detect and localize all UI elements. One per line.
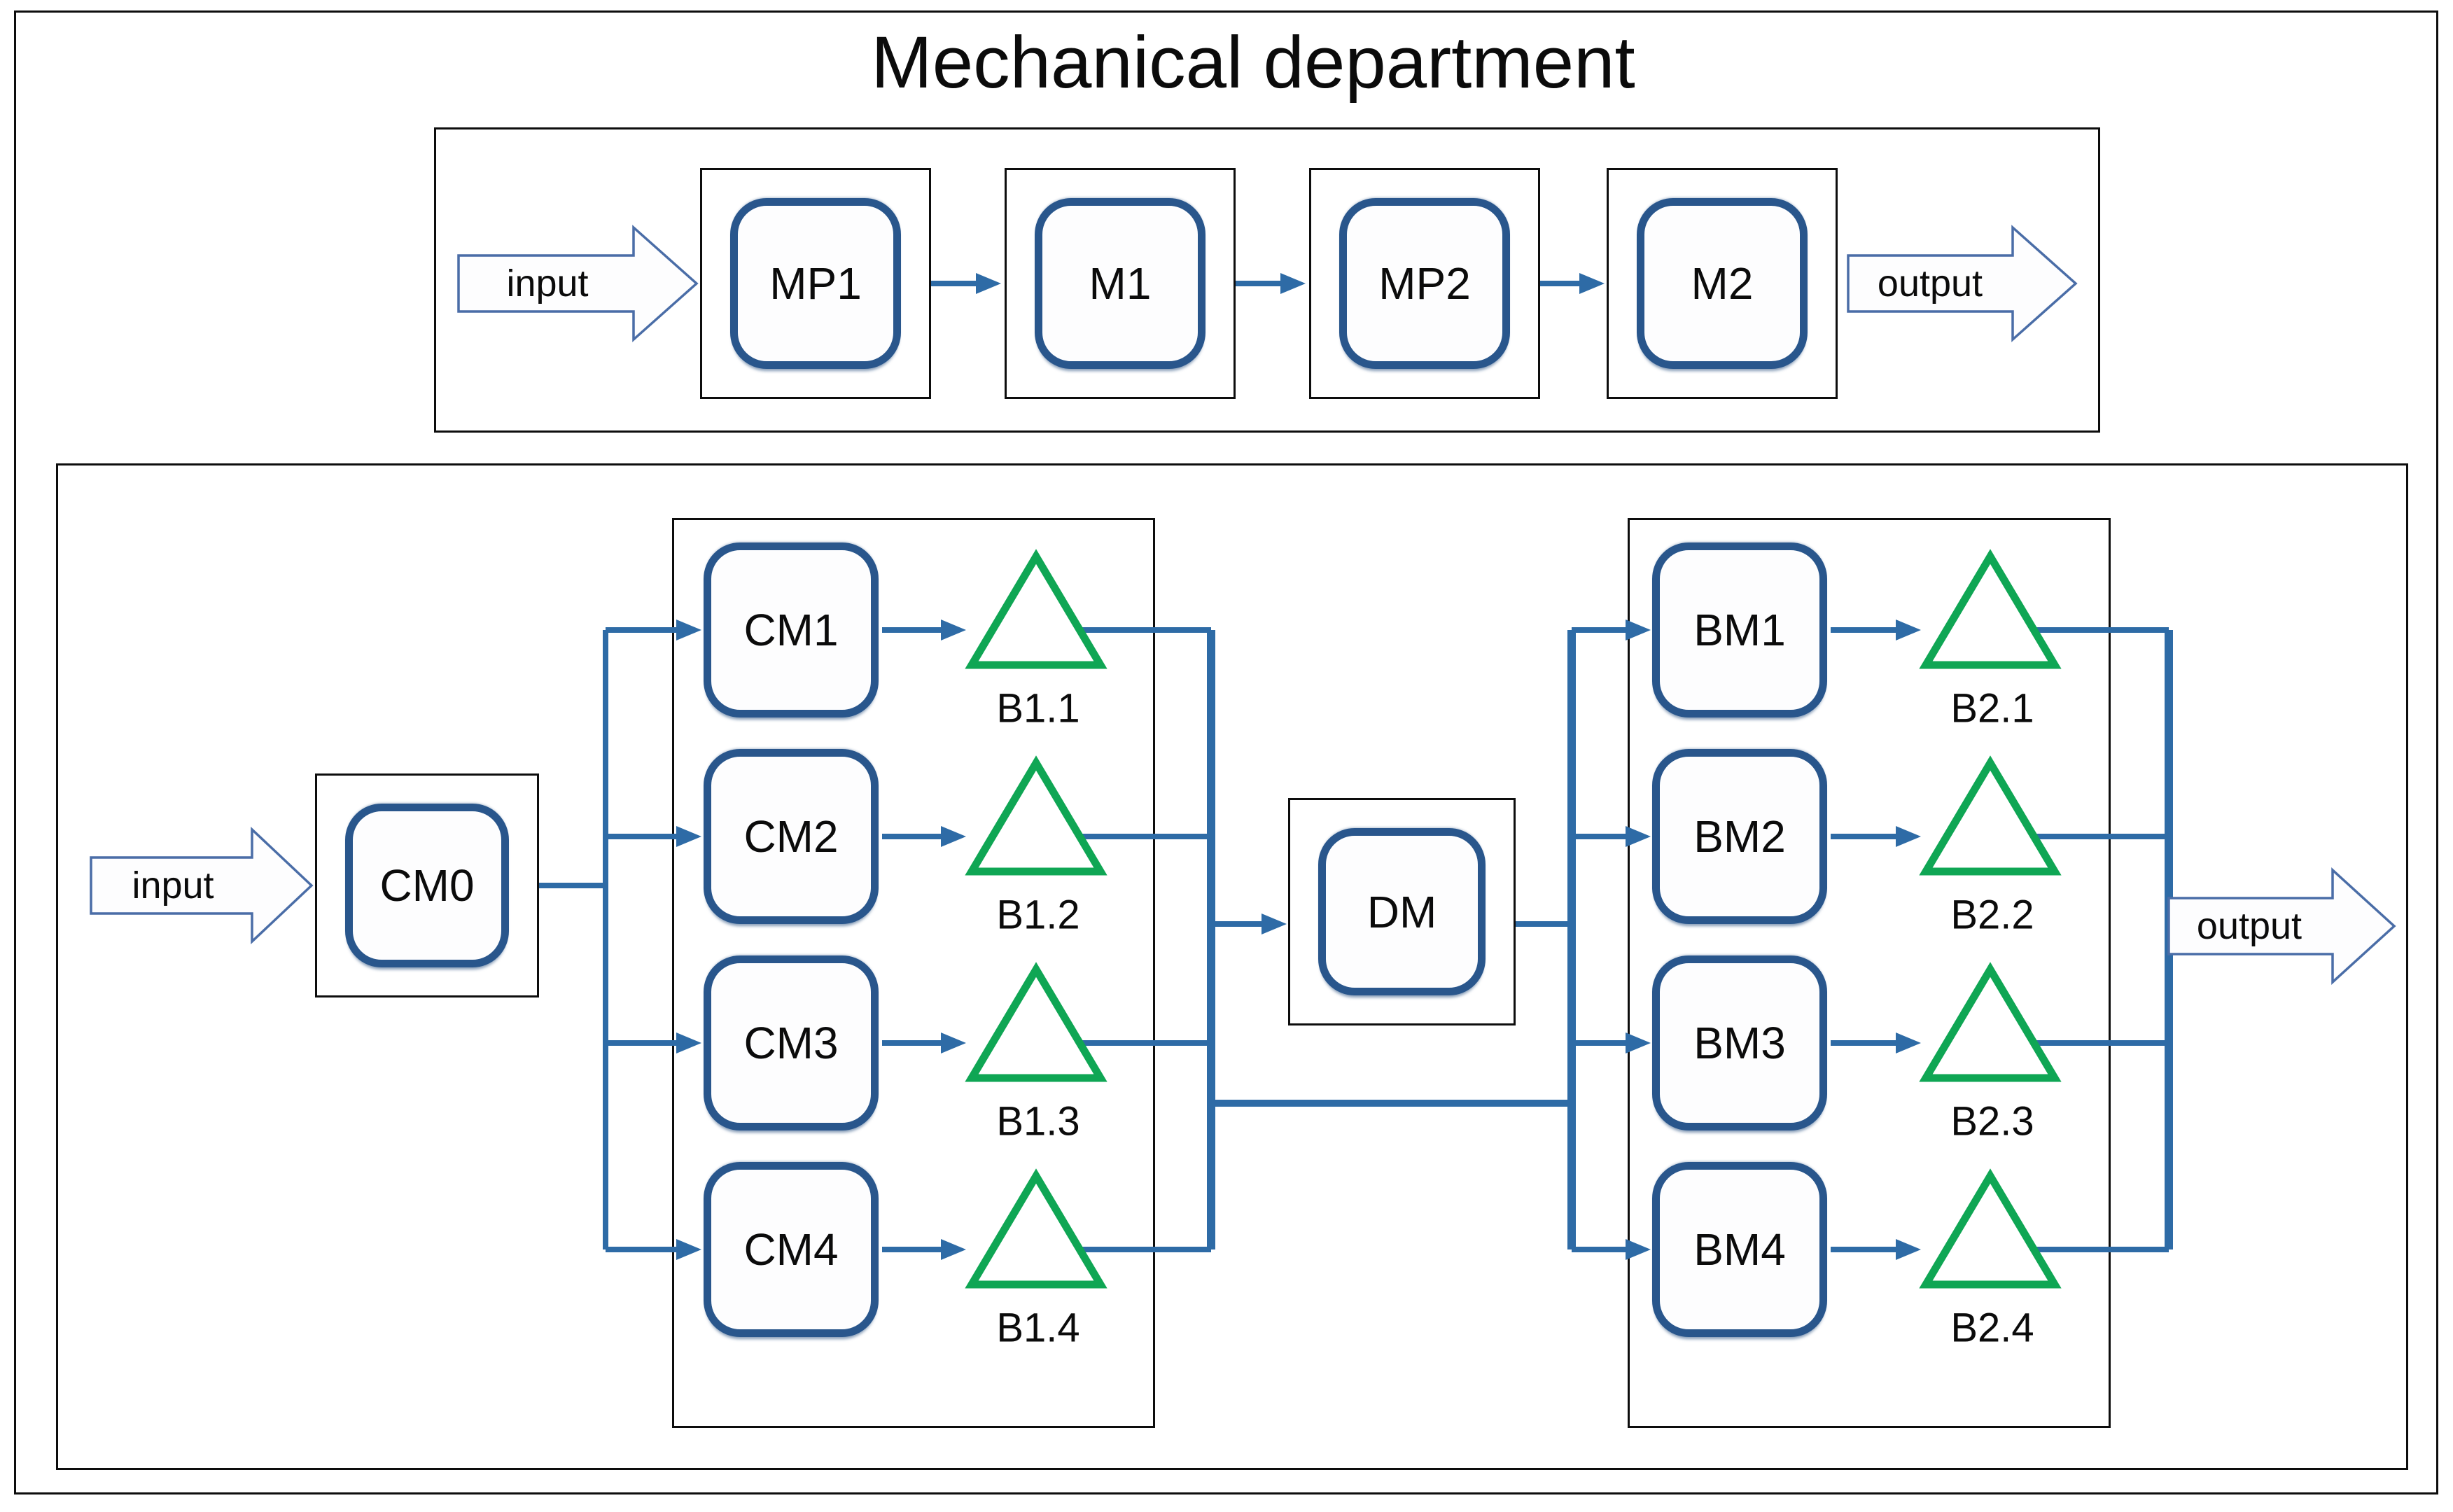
machine-label: CM1 bbox=[743, 605, 839, 655]
arrowhead-icon bbox=[1579, 273, 1605, 294]
machine-rounded-shape bbox=[1035, 198, 1205, 369]
machine-label: DM bbox=[1367, 886, 1437, 937]
output-arrow-icon bbox=[1847, 225, 2078, 342]
machine-rounded-shape bbox=[1339, 198, 1510, 369]
machine-label: M1 bbox=[1089, 258, 1152, 309]
machine-node-bm4: BM4 bbox=[1652, 1162, 1827, 1337]
arrowhead-icon bbox=[1626, 1239, 1651, 1260]
arrowhead-icon bbox=[1896, 826, 1921, 847]
input-arrow-icon bbox=[90, 826, 314, 945]
buffer-triangle-icon bbox=[1919, 1168, 2062, 1289]
arrowhead-icon bbox=[1896, 620, 1921, 640]
machine-label: BM1 bbox=[1693, 605, 1786, 655]
buffer-label: B2.1 bbox=[1950, 685, 2034, 732]
bottom-output-label: output bbox=[2196, 905, 2302, 947]
machine-label: CM4 bbox=[743, 1224, 839, 1275]
buffer-label: B1.1 bbox=[996, 685, 1080, 732]
arrowhead-icon bbox=[1626, 620, 1651, 640]
machine-node-bm1: BM1 bbox=[1652, 542, 1827, 718]
arrowhead-icon bbox=[1626, 826, 1651, 847]
machine-node-cm3: CM3 bbox=[704, 955, 879, 1130]
machine-label: BM4 bbox=[1693, 1224, 1786, 1275]
machine-node-mp1: MP1 bbox=[700, 168, 931, 399]
arrowhead-icon bbox=[941, 826, 966, 847]
machine-node-cm4: CM4 bbox=[704, 1162, 879, 1337]
page-title: Mechanical department bbox=[871, 22, 1635, 104]
machine-node-cm2: CM2 bbox=[704, 749, 879, 924]
machine-node-dm: DM bbox=[1288, 798, 1516, 1026]
arrowhead-icon bbox=[941, 1032, 966, 1054]
machine-label: CM2 bbox=[743, 811, 839, 862]
buffer-label: B2.3 bbox=[1950, 1098, 2034, 1144]
machine-node-m2: M2 bbox=[1607, 168, 1838, 399]
machine-label: CM3 bbox=[743, 1018, 839, 1068]
arrowhead-icon bbox=[676, 826, 701, 847]
buffer-triangle-icon bbox=[965, 1168, 1107, 1289]
top-output-label: output bbox=[1877, 262, 1983, 304]
arrowhead-icon bbox=[976, 273, 1001, 294]
bottom-input-label: input bbox=[132, 864, 214, 906]
machine-label: CM0 bbox=[379, 860, 475, 911]
input-arrow-icon bbox=[457, 225, 699, 342]
arrowhead-icon bbox=[1626, 1032, 1651, 1054]
machine-label: M2 bbox=[1691, 258, 1754, 309]
machine-rounded-shape bbox=[730, 198, 901, 369]
buffer-triangle-icon bbox=[1919, 962, 2062, 1082]
top-section-frame bbox=[434, 127, 2100, 433]
bm-group-frame bbox=[1628, 518, 2111, 1428]
arrowhead-icon bbox=[1280, 273, 1306, 294]
machine-node-cm1: CM1 bbox=[704, 542, 879, 718]
machine-rounded-shape bbox=[1318, 828, 1486, 995]
arrowhead-icon bbox=[1896, 1032, 1921, 1054]
arrowhead-icon bbox=[676, 1239, 701, 1260]
buffer-label: B2.2 bbox=[1950, 892, 2034, 938]
machine-node-bm2: BM2 bbox=[1652, 749, 1827, 924]
machine-label: BM2 bbox=[1693, 811, 1786, 862]
buffer-triangle-icon bbox=[965, 962, 1107, 1082]
machine-label: BM3 bbox=[1693, 1018, 1786, 1068]
arrowhead-icon bbox=[941, 620, 966, 640]
buffer-label: B1.3 bbox=[996, 1098, 1080, 1144]
buffer-triangle-icon bbox=[1919, 755, 2062, 876]
machine-node-mp2: MP2 bbox=[1309, 168, 1540, 399]
machine-node-m1: M1 bbox=[1005, 168, 1236, 399]
arrowhead-icon bbox=[676, 620, 701, 640]
bottom-section-frame bbox=[56, 463, 2408, 1470]
arrowhead-icon bbox=[676, 1032, 701, 1054]
arrowhead-icon bbox=[1262, 913, 1287, 934]
outer-frame bbox=[14, 10, 2438, 1494]
output-arrow-icon bbox=[2167, 867, 2396, 985]
machine-node-bm3: BM3 bbox=[1652, 955, 1827, 1130]
machine-rounded-shape bbox=[1637, 198, 1808, 369]
buffer-label: B2.4 bbox=[1950, 1305, 2034, 1351]
buffer-triangle-icon bbox=[965, 549, 1107, 669]
buffer-triangle-icon bbox=[965, 755, 1107, 876]
machine-label: MP2 bbox=[1378, 258, 1471, 309]
machine-node-cm0: CM0 bbox=[315, 774, 539, 997]
arrowhead-icon bbox=[1896, 1239, 1921, 1260]
buffer-label: B1.2 bbox=[996, 892, 1080, 938]
machine-rounded-shape bbox=[345, 804, 509, 967]
buffer-triangle-icon bbox=[1919, 549, 2062, 669]
machine-label: MP1 bbox=[769, 258, 862, 309]
buffer-label: B1.4 bbox=[996, 1305, 1080, 1351]
arrowhead-icon bbox=[941, 1239, 966, 1260]
top-input-label: input bbox=[506, 262, 589, 304]
cm-group-frame bbox=[672, 518, 1155, 1428]
